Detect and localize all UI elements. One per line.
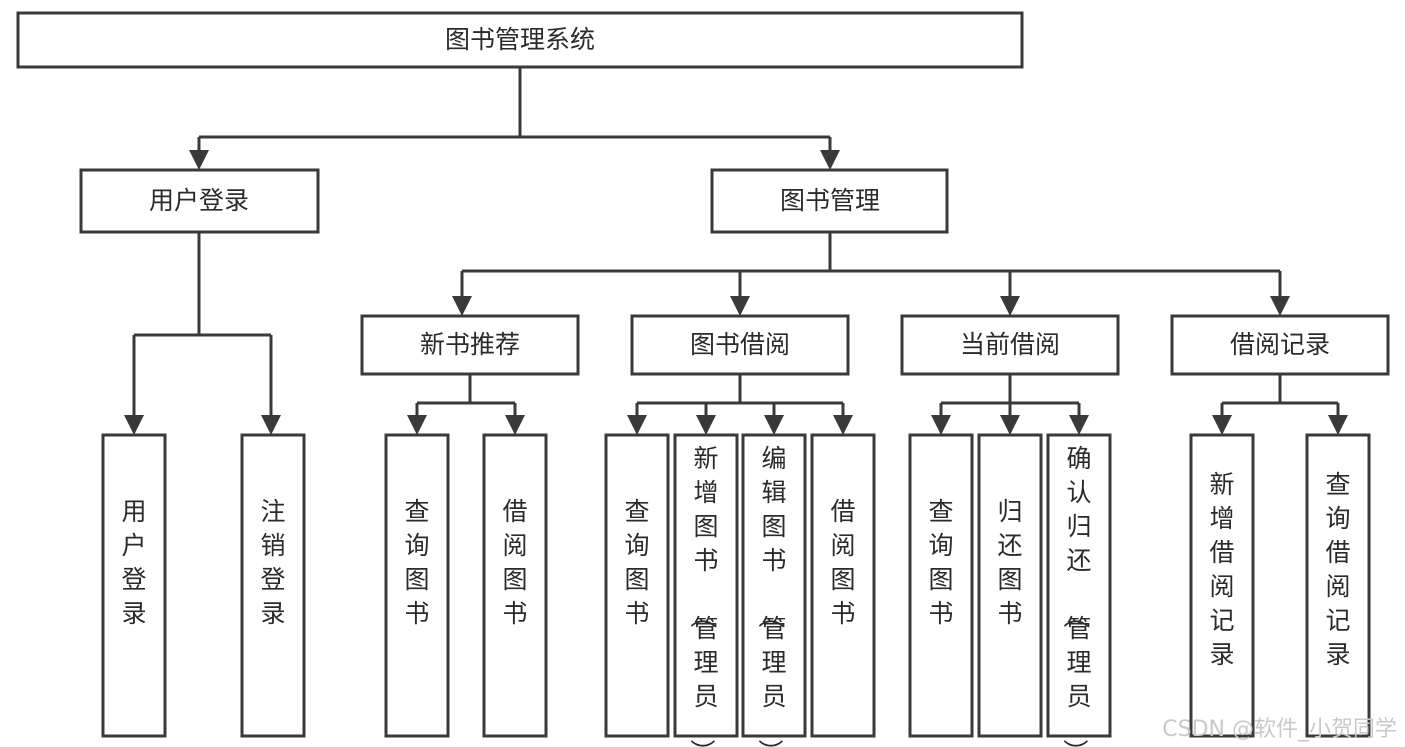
arrowhead-leaf-query-record bbox=[1328, 415, 1348, 435]
edge-group-book-mgmt bbox=[452, 232, 1290, 316]
leaf-query-book-1-box[interactable] bbox=[384, 433, 450, 738]
leaf-edit-book-label: 编辑图书（管理员） bbox=[755, 444, 786, 747]
leaf-borrow-book-2-label: 借阅图书 bbox=[830, 497, 855, 628]
arrowhead-leaf-user-login bbox=[124, 415, 144, 435]
leaf-query-record[interactable]: 查询借阅记录 bbox=[1305, 433, 1371, 738]
node-current-borrow-box[interactable] bbox=[900, 314, 1120, 376]
node-root-label: 图书管理系统 bbox=[445, 25, 595, 54]
node-root[interactable]: 图书管理系统 bbox=[16, 11, 1024, 69]
leaf-edit-book-box[interactable] bbox=[741, 433, 807, 738]
node-user-login[interactable]: 用户登录 bbox=[79, 168, 320, 234]
leaf-user-login-box[interactable] bbox=[101, 433, 167, 738]
node-book-management-box[interactable] bbox=[710, 168, 949, 234]
leaf-add-record-box[interactable] bbox=[1189, 433, 1255, 738]
leaf-user-logout-box[interactable] bbox=[240, 433, 306, 738]
leaf-user-logout[interactable]: 注销登录 bbox=[240, 433, 306, 738]
leaf-user-logout-label: 注销登录 bbox=[260, 497, 285, 628]
arrowhead-book-mgmt bbox=[820, 150, 840, 170]
node-book-borrow-label: 图书借阅 bbox=[690, 330, 790, 359]
node-borrow-record-label: 借阅记录 bbox=[1230, 330, 1330, 359]
leaf-query-book-3-label: 查询图书 bbox=[928, 497, 953, 628]
leaf-borrow-book-1[interactable]: 借阅图书 bbox=[482, 433, 548, 738]
leaf-return-book-box[interactable] bbox=[977, 433, 1043, 738]
leaf-confirm-return-box[interactable] bbox=[1046, 433, 1112, 738]
node-user-login-label: 用户登录 bbox=[149, 186, 249, 215]
arrowhead-leaf-edit-book bbox=[764, 415, 784, 435]
node-current-borrow-label: 当前借阅 bbox=[960, 330, 1060, 359]
arrowhead-leaf-return bbox=[1000, 415, 1020, 435]
node-current-borrow[interactable]: 当前借阅 bbox=[900, 314, 1120, 376]
edge-group-borrow-record bbox=[1212, 374, 1348, 435]
arrowhead-leaf-b1 bbox=[505, 415, 525, 435]
leaf-confirm-return[interactable]: 确认归还（管理员） bbox=[1046, 433, 1112, 747]
leaf-return-book-label: 归还图书 bbox=[997, 497, 1022, 628]
node-root-box[interactable] bbox=[16, 11, 1024, 69]
leaf-user-login-label: 用户登录 bbox=[121, 497, 146, 628]
node-borrow-record[interactable]: 借阅记录 bbox=[1170, 314, 1390, 376]
leaf-add-record[interactable]: 新增借阅记录 bbox=[1189, 433, 1255, 738]
edge-group-user-login bbox=[124, 232, 281, 435]
node-new-book-recommend-box[interactable] bbox=[360, 314, 580, 376]
arrowhead-user-login bbox=[189, 150, 209, 170]
leaf-query-book-2-label: 查询图书 bbox=[624, 497, 649, 628]
arrowhead-borrow-record bbox=[1270, 296, 1290, 316]
leaf-query-book-1[interactable]: 查询图书 bbox=[384, 433, 450, 738]
leaf-return-book[interactable]: 归还图书 bbox=[977, 433, 1043, 738]
leaf-borrow-book-1-box[interactable] bbox=[482, 433, 548, 738]
node-borrow-record-box[interactable] bbox=[1170, 314, 1390, 376]
leaf-add-book-box[interactable] bbox=[673, 433, 739, 738]
arrowhead-leaf-confirm bbox=[1069, 415, 1089, 435]
leaf-add-book-label: 新增图书（管理员） bbox=[687, 444, 718, 747]
leaf-query-record-box[interactable] bbox=[1305, 433, 1371, 738]
edge-group-new-book bbox=[407, 374, 525, 435]
edge-group-root bbox=[189, 67, 840, 170]
arrowhead-leaf-user-logout bbox=[261, 415, 281, 435]
arrowhead-leaf-add-record bbox=[1212, 415, 1232, 435]
leaf-add-book[interactable]: 新增图书（管理员） bbox=[673, 433, 739, 747]
node-book-management-label: 图书管理 bbox=[780, 186, 880, 215]
leaf-borrow-book-1-label: 借阅图书 bbox=[502, 497, 527, 628]
watermark: CSDN @软件_小贺同学 bbox=[1162, 717, 1397, 742]
leaf-confirm-return-label: 确认归还（管理员） bbox=[1060, 444, 1091, 747]
leaf-query-book-3-box[interactable] bbox=[908, 433, 974, 738]
leaf-query-book-1-label: 查询图书 bbox=[404, 497, 429, 628]
leaf-edit-book[interactable]: 编辑图书（管理员） bbox=[741, 433, 807, 747]
node-new-book-recommend[interactable]: 新书推荐 bbox=[360, 314, 580, 376]
arrowhead-leaf-b2 bbox=[833, 415, 853, 435]
node-book-borrow-box[interactable] bbox=[630, 314, 850, 376]
arrowhead-leaf-add-book bbox=[696, 415, 716, 435]
edge-group-current-borrow bbox=[931, 374, 1089, 435]
edge-group-book-borrow bbox=[627, 374, 853, 435]
arrowhead-leaf-q2 bbox=[627, 415, 647, 435]
node-new-book-recommend-label: 新书推荐 bbox=[420, 330, 520, 359]
leaf-borrow-book-2-box[interactable] bbox=[810, 433, 876, 738]
leaf-add-record-label: 新增借阅记录 bbox=[1209, 470, 1234, 669]
leaf-query-book-2-box[interactable] bbox=[604, 433, 670, 738]
leaf-query-book-2[interactable]: 查询图书 bbox=[604, 433, 670, 738]
leaf-borrow-book-2[interactable]: 借阅图书 bbox=[810, 433, 876, 738]
leaf-user-login[interactable]: 用户登录 bbox=[101, 433, 167, 738]
node-book-borrow[interactable]: 图书借阅 bbox=[630, 314, 850, 376]
node-user-login-box[interactable] bbox=[79, 168, 320, 234]
leaf-query-book-3[interactable]: 查询图书 bbox=[908, 433, 974, 738]
arrowhead-book-borrow bbox=[730, 296, 750, 316]
arrowhead-leaf-q1 bbox=[407, 415, 427, 435]
arrowhead-new-book bbox=[452, 296, 472, 316]
arrowhead-current-borrow bbox=[1000, 296, 1020, 316]
leaf-query-record-label: 查询借阅记录 bbox=[1325, 470, 1350, 669]
node-book-management[interactable]: 图书管理 bbox=[710, 168, 949, 234]
arrowhead-leaf-q3 bbox=[931, 415, 951, 435]
